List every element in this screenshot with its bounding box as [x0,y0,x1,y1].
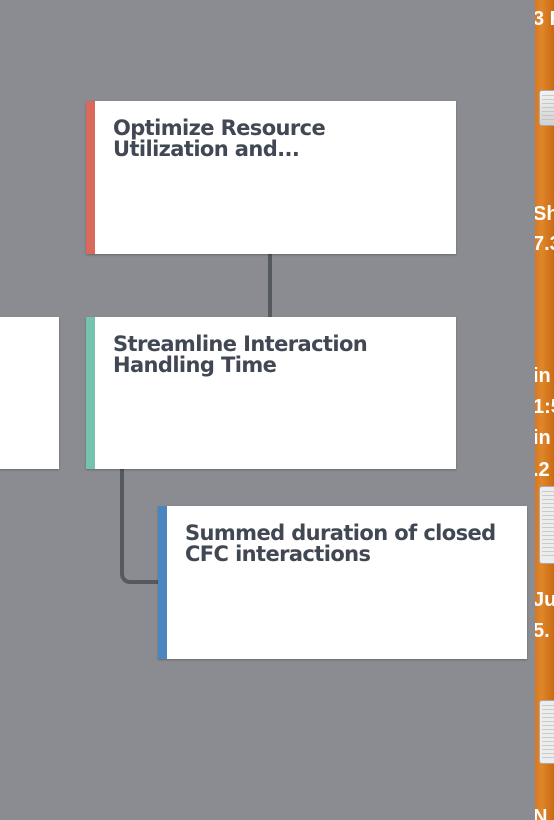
node-accent-bar [86,317,95,469]
thumbnail-image [539,700,554,764]
node-title: Streamline Interaction Handling Time [113,332,368,377]
connector-streamline-to-summed [120,469,159,584]
diagram-node-optimize[interactable]: Optimize Resource Utilization and... [86,101,456,254]
strip-text: 7.3 [535,233,554,255]
diagram-node-streamline[interactable]: Streamline Interaction Handling Time [86,317,456,469]
node-title: Optimize Resource Utilization and... [113,116,326,161]
diagram-node-partial[interactable] [0,317,59,469]
node-title: Summed duration of closed CFC interactio… [185,521,496,566]
background-side-strip: 3 F Sh 7.3 in 1:5 in .2 Ju 5. N [535,0,554,820]
strip-text: in [535,365,551,387]
strip-text: N [535,806,548,820]
node-accent-bar [158,506,167,659]
thumbnail-image [539,486,554,564]
strip-text: 3 F [535,8,554,30]
strip-text: .2 [535,459,550,481]
strip-text: 5. [535,620,550,642]
node-accent-bar [86,101,95,254]
strip-text: 1:5 [535,396,554,418]
strip-text: Sh [535,203,554,225]
thumbnail-image [539,90,554,126]
connector-optimize-to-streamline [268,254,272,317]
strip-text: in [535,427,551,449]
diagram-node-summed[interactable]: Summed duration of closed CFC interactio… [158,506,527,659]
strip-text: Ju [535,589,554,611]
